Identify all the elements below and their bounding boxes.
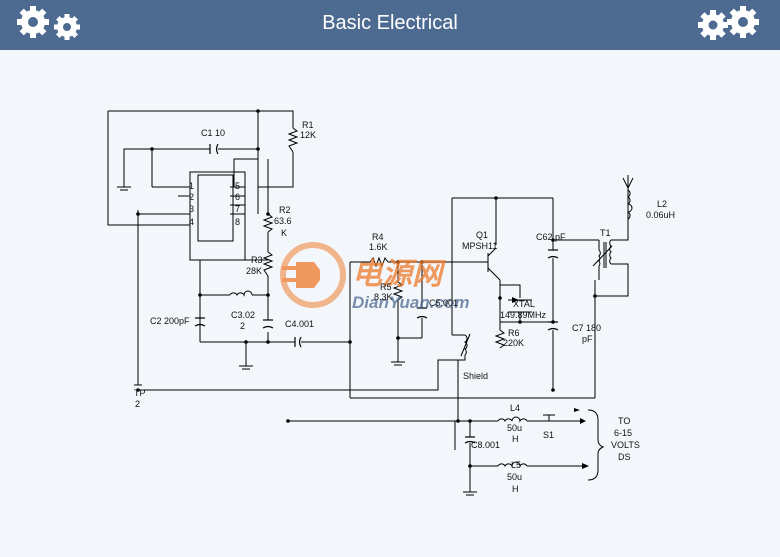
watermark-cn: 电源网 [352, 258, 446, 291]
r2-value: 63.6 [274, 216, 292, 226]
r6-label: R6 [508, 328, 520, 338]
c7-label: C7 180 [572, 323, 601, 333]
l4-unit: H [512, 434, 519, 444]
l5-unit: H [512, 484, 519, 494]
c1-label: C1 10 [201, 128, 225, 138]
q1-label: Q1 [476, 230, 488, 240]
wires [107, 110, 634, 492]
c2-label: C2 200pF [150, 316, 190, 326]
r5-label: R5 [380, 282, 392, 292]
settings-gears-icon[interactable] [14, 3, 84, 45]
r5-value: 8.3K [374, 292, 393, 302]
r3-value: 28K [246, 266, 262, 276]
r2-label: R2 [279, 205, 291, 215]
xtal-label: XTAL [513, 299, 535, 309]
l4-label: L4 [510, 403, 520, 413]
switch-s1 [540, 414, 558, 422]
xtal-value: 149.89MHz [500, 310, 547, 320]
t1-label: T1 [600, 228, 611, 238]
pin-5: 5 [235, 181, 240, 191]
component-labels: R1 12K C1 10 1 2 3 4 5 6 7 8 R2 63.6 K R… [134, 120, 675, 494]
s1-label: S1 [543, 430, 554, 440]
c3-label: C3.02 [231, 310, 255, 320]
supply-line-2: 6-15 [614, 428, 632, 438]
r1-label: R1 [302, 120, 314, 130]
l2-value: 0.06uH [646, 210, 675, 220]
pin-3: 3 [189, 204, 194, 214]
r4-value: 1.6K [369, 242, 388, 252]
supply-line-4: DS [618, 452, 631, 462]
c5-label: C5.001 [429, 298, 458, 308]
tp-value: 2 [135, 399, 140, 409]
capacitors [194, 143, 559, 444]
tp-label: TP [134, 388, 146, 398]
inductors [229, 189, 633, 468]
c7-unit: pF [582, 334, 593, 344]
c3-value: 2 [240, 321, 245, 331]
pin-1: 1 [189, 181, 194, 191]
pin-8: 8 [235, 217, 240, 227]
supply-line-1: TO [618, 416, 630, 426]
l5-label: L5 [511, 460, 521, 470]
pin-6: 6 [235, 192, 240, 202]
shield-label: Shield [463, 371, 488, 381]
pin-7: 7 [235, 204, 240, 214]
header-bar: Basic Electrical [0, 0, 780, 50]
settings-gears-icon-right[interactable] [694, 3, 764, 45]
supply-line-3: VOLTS [611, 440, 640, 450]
pin-2: 2 [189, 192, 194, 202]
pin-4: 4 [189, 217, 194, 227]
c4-label: C4.001 [285, 319, 314, 329]
r6-value: 220K [503, 338, 524, 348]
ground-symbols [117, 186, 477, 496]
q1-value: MPSH11 [462, 241, 497, 251]
watermark-en: DianYuan.com [352, 293, 469, 312]
c8-label: C8.001 [471, 440, 500, 450]
r4-label: R4 [372, 232, 384, 242]
r2-unit: K [281, 228, 287, 238]
c6-label: C62 pF [536, 232, 566, 242]
l2-label: L2 [657, 199, 667, 209]
arrow-icons [512, 297, 589, 469]
l4-value: 50u [507, 423, 522, 433]
resistors [262, 127, 506, 349]
watermark-logo: 电源网 DianYuan.com [280, 242, 469, 312]
page-title: Basic Electrical [322, 12, 458, 34]
schematic-diagram: 电源网 DianYuan.com R1 12K C1 10 1 2 3 4 5 … [107, 109, 675, 496]
schematic-canvas: 电源网 DianYuan.com R1 12K C1 10 1 2 3 4 5 … [0, 50, 780, 552]
r3-label: R3 [251, 255, 263, 265]
l5-value: 50u [507, 472, 522, 482]
r1-value: 12K [300, 130, 316, 140]
